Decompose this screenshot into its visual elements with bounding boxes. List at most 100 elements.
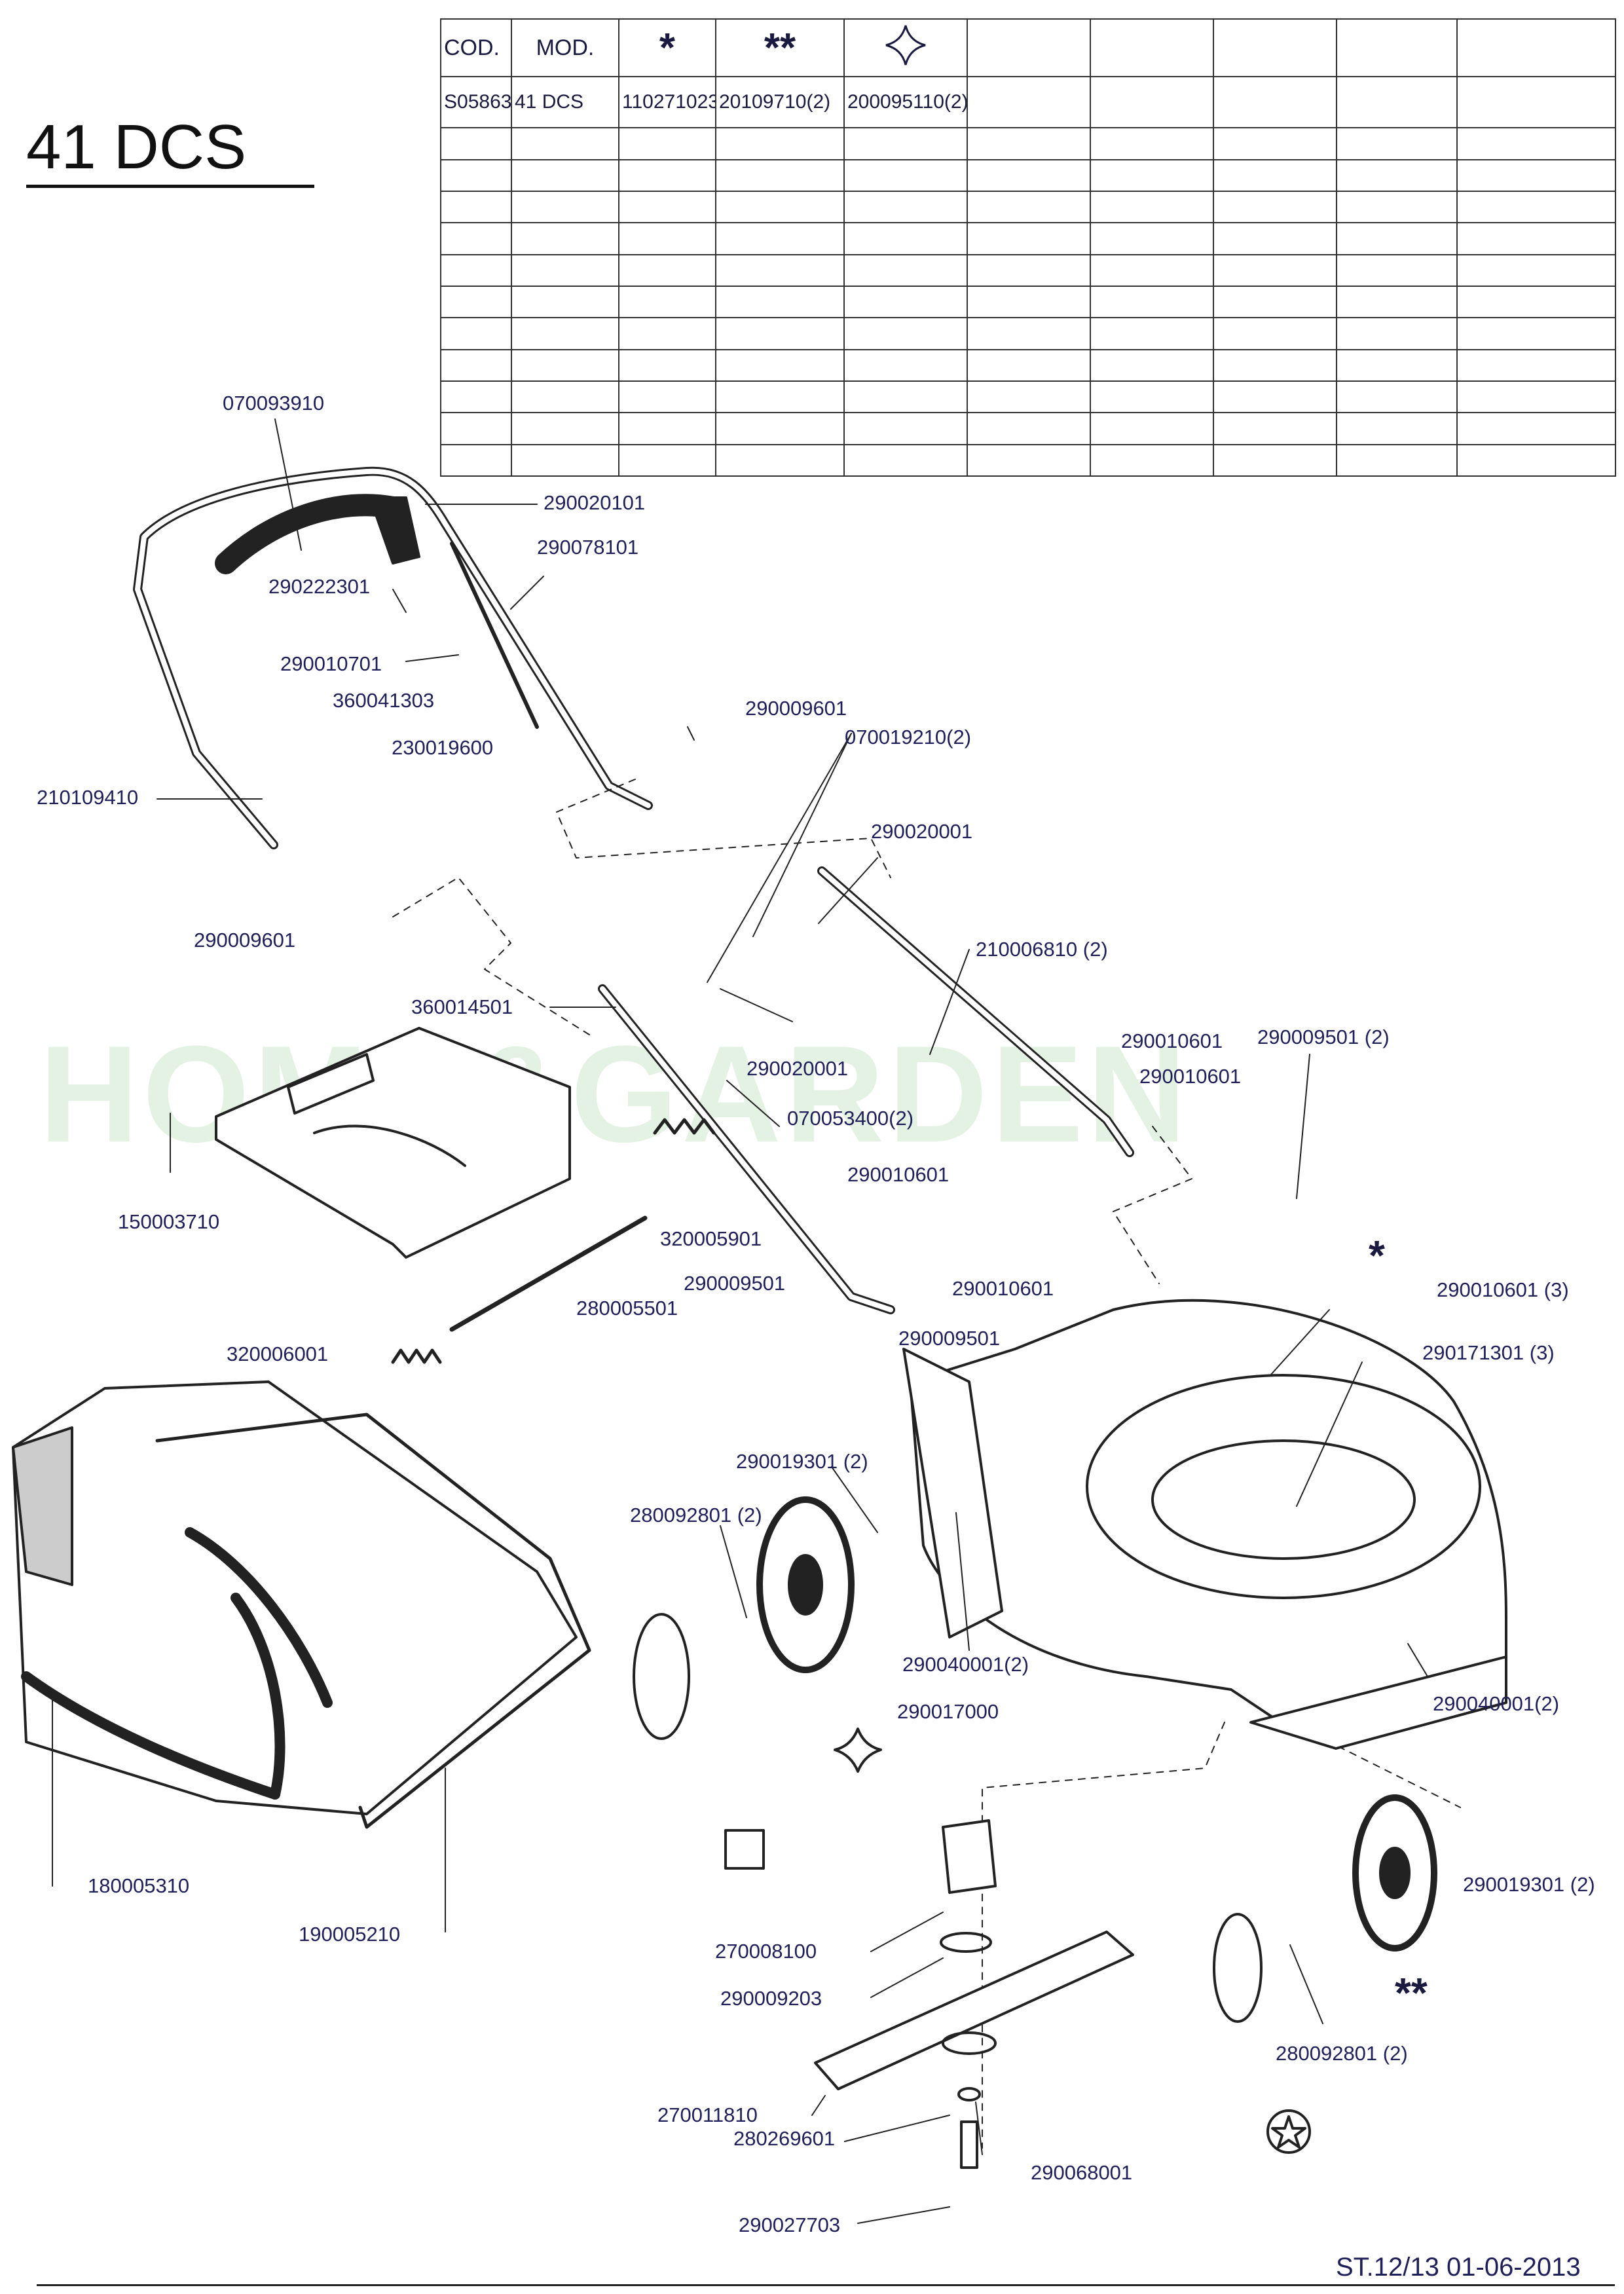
part-label: 280092801 (2) xyxy=(1276,2042,1408,2065)
table-cell xyxy=(1090,317,1214,350)
header-double-star: ** xyxy=(715,18,845,77)
part-label: 290020001 xyxy=(871,820,973,843)
table-cell xyxy=(1090,127,1214,160)
part-label: 360041303 xyxy=(333,689,435,712)
table-cell xyxy=(1456,317,1616,350)
table-cell xyxy=(511,443,619,477)
table-cell xyxy=(1456,285,1616,319)
part-label: 070093910 xyxy=(223,392,325,415)
table-cell: 41 DCS xyxy=(511,75,619,129)
leader-lines xyxy=(52,418,1428,2224)
header-diamond-star xyxy=(843,18,968,77)
part-label: 290019301 (2) xyxy=(736,1450,868,1473)
table-cell xyxy=(1090,222,1214,255)
front-wheel xyxy=(1213,1794,1437,2023)
table-cell xyxy=(1090,158,1214,193)
table-cell xyxy=(1090,412,1214,445)
header-empty xyxy=(1090,18,1214,77)
part-label: 280269601 xyxy=(733,2127,836,2150)
table-cell xyxy=(1456,75,1616,129)
table-row xyxy=(440,412,1616,445)
part-label: 320005901 xyxy=(660,1227,762,1250)
part-label: 290040001(2) xyxy=(1433,1692,1560,1715)
table-cell xyxy=(1090,253,1214,287)
table-cell xyxy=(843,285,968,319)
table-cell xyxy=(440,127,512,160)
table-cell xyxy=(511,348,619,382)
table-cell xyxy=(440,285,512,319)
part-label: 290222301 xyxy=(268,575,371,598)
table-cell xyxy=(440,317,512,350)
table-cell xyxy=(1456,253,1616,287)
table-cell xyxy=(618,412,716,445)
header-empty xyxy=(1456,18,1616,77)
part-label: 280092801 (2) xyxy=(630,1504,762,1526)
part-label: 290010601 xyxy=(847,1163,950,1186)
table-cell xyxy=(843,191,968,224)
table-cell xyxy=(843,222,968,255)
table-cell xyxy=(715,253,845,287)
table-cell xyxy=(1336,380,1458,414)
table-cell xyxy=(715,443,845,477)
part-label: 290010601 xyxy=(952,1277,1054,1300)
table-cell xyxy=(1090,191,1214,224)
table-cell xyxy=(1090,443,1214,477)
single-star-marker: * xyxy=(1369,1232,1385,1279)
table-cell xyxy=(967,253,1091,287)
model-spec-table: COD. MOD. * ** S05863 41 DCS 110271023 2… xyxy=(440,18,1616,477)
diamond-star-icon xyxy=(885,25,926,65)
table-row xyxy=(440,380,1616,414)
table-cell xyxy=(715,127,845,160)
title-underline xyxy=(26,185,314,188)
table-cell xyxy=(1213,127,1337,160)
table-cell xyxy=(843,317,968,350)
star-circle-icon xyxy=(1266,2109,1311,2154)
table-cell xyxy=(1336,317,1458,350)
table-cell xyxy=(967,158,1091,193)
table-cell xyxy=(1213,348,1337,382)
table-row xyxy=(440,285,1616,319)
table-cell xyxy=(715,285,845,319)
table-row xyxy=(440,317,1616,350)
table-cell xyxy=(1336,75,1458,129)
part-label: 290040001(2) xyxy=(902,1653,1029,1676)
table-cell xyxy=(1213,191,1337,224)
part-label: 290010601 xyxy=(1121,1029,1223,1052)
part-label: 290019301 (2) xyxy=(1463,1873,1595,1896)
part-label: 290027703 xyxy=(739,2213,841,2236)
table-cell xyxy=(618,127,716,160)
table-cell xyxy=(967,127,1091,160)
part-label: 290020001 xyxy=(747,1057,849,1080)
table-cell xyxy=(843,443,968,477)
table-cell xyxy=(1090,348,1214,382)
table-cell xyxy=(715,380,845,414)
table-cell xyxy=(511,222,619,255)
part-label: 290010701 xyxy=(280,652,382,675)
table-cell xyxy=(618,348,716,382)
table-cell xyxy=(511,158,619,193)
table-cell xyxy=(511,127,619,160)
part-label: 290009601 xyxy=(194,929,296,952)
part-label: 290010601 (3) xyxy=(1437,1278,1569,1301)
part-label: 290009501 (2) xyxy=(1257,1026,1390,1048)
table-cell xyxy=(1213,317,1337,350)
table-row xyxy=(440,253,1616,287)
table-cell xyxy=(967,191,1091,224)
table-cell xyxy=(618,285,716,319)
rear-deflector xyxy=(215,1027,571,1259)
table-cell xyxy=(1090,285,1214,319)
dashed-guides xyxy=(392,779,1461,2149)
table-cell xyxy=(618,222,716,255)
part-label: 270011810 xyxy=(657,2103,758,2126)
table-cell xyxy=(1456,412,1616,445)
diamond-star-icon xyxy=(834,1728,882,1773)
table-cell xyxy=(843,158,968,193)
part-label: 070019210(2) xyxy=(845,726,972,749)
table-cell: 20109710(2) xyxy=(715,75,845,129)
header-empty xyxy=(1336,18,1458,77)
part-label: 150003710 xyxy=(118,1210,220,1233)
table-cell xyxy=(1336,253,1458,287)
table-row xyxy=(440,158,1616,193)
part-label: 290068001 xyxy=(1031,2161,1133,2184)
